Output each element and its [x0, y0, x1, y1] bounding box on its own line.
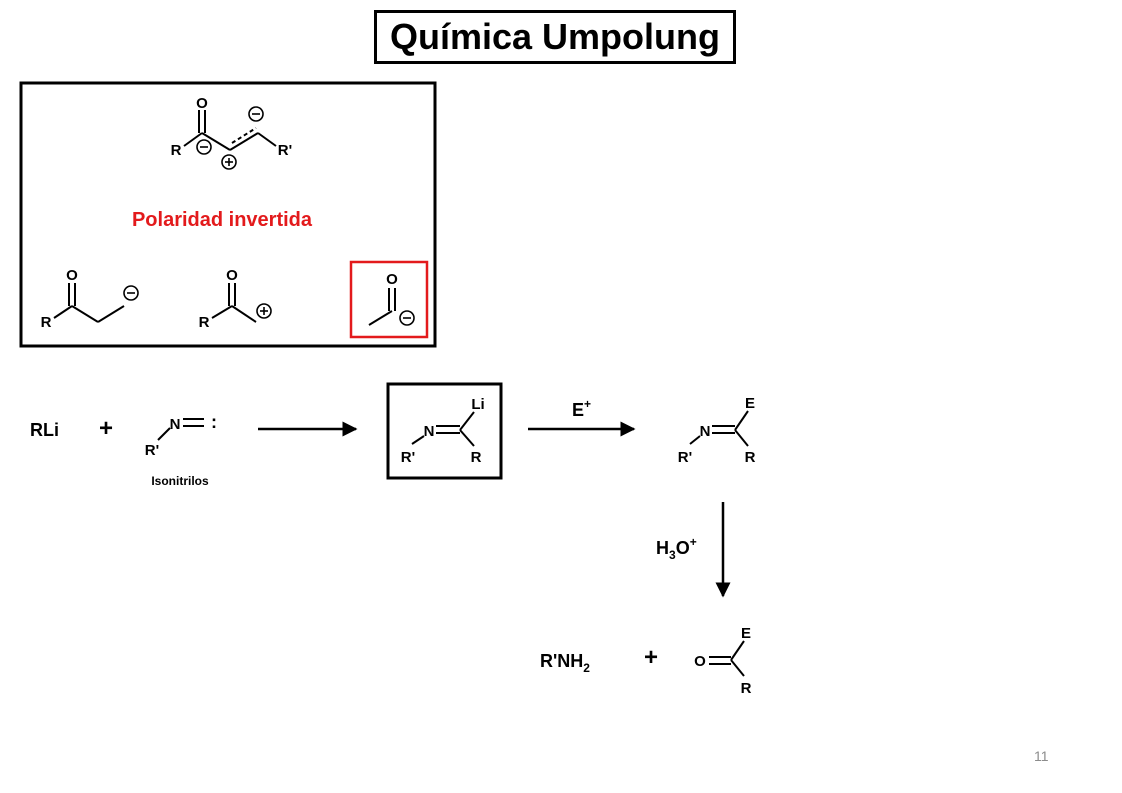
plus-charge-icon — [256, 303, 272, 319]
cation-r-label: R — [199, 314, 210, 331]
plus-sign: + — [99, 415, 113, 442]
final-e-label: E — [741, 625, 751, 642]
acyl-anion-structure: O — [368, 271, 415, 326]
prod-e-label: E — [745, 395, 755, 412]
imidoyl-lithium-structure: N Li R R' — [401, 396, 485, 466]
isonitrile-n-label: N — [170, 416, 181, 433]
isonitrile-structure: N R' : — [145, 412, 217, 459]
acyl-anion-highlight — [349, 260, 429, 339]
minus-charge-icon — [399, 310, 415, 326]
reagent-rli: RLi — [30, 420, 59, 440]
minus-charge-icon — [196, 139, 212, 155]
amine-product: R'NH2 — [540, 651, 590, 675]
plus-charge-icon — [221, 154, 237, 170]
imine-product-structure: N E R R' — [678, 395, 756, 466]
lone-pair: : — [211, 412, 217, 432]
polarity-caption: Polaridad invertida — [132, 209, 313, 231]
final-o-label: O — [694, 653, 706, 670]
int-rp-label: R' — [401, 449, 415, 466]
minus-charge-icon — [248, 106, 264, 122]
enolate-o-label: O — [66, 267, 78, 284]
final-r-label: R — [741, 680, 752, 697]
int-r-label: R — [471, 449, 482, 466]
enone-r-label: R — [171, 142, 182, 159]
plus-sign-2: + — [644, 644, 658, 671]
enone-o-label: O — [196, 95, 208, 112]
prod-r-label: R — [745, 449, 756, 466]
cation-o-label: O — [226, 267, 238, 284]
page-number: 11 — [1034, 748, 1049, 764]
alpha-cation-structure: O R — [199, 267, 272, 331]
enolate-structure: O R — [41, 267, 139, 331]
isonitrile-caption: Isonitrilos — [151, 474, 209, 488]
hydrolysis-label: H3O+ — [656, 535, 697, 562]
prod-n-label: N — [700, 423, 711, 440]
acyl-o-label: O — [386, 271, 398, 288]
electrophile-label: E+ — [572, 397, 591, 420]
page-title: Química Umpolung — [389, 16, 720, 57]
prod-rp-label: R' — [678, 449, 692, 466]
int-n-label: N — [424, 423, 435, 440]
title-box: Química Umpolung — [374, 10, 736, 64]
isonitrile-rp-label: R' — [145, 442, 159, 459]
enolate-r-label: R — [41, 314, 52, 331]
polarity-box — [19, 81, 437, 348]
minus-charge-icon — [123, 285, 139, 301]
enone-rp-label: R' — [278, 142, 292, 159]
carbonyl-product-structure: O E R — [694, 625, 751, 697]
intermediate-box — [386, 382, 503, 480]
enone-structure: O R R' — [171, 95, 292, 170]
int-li-label: Li — [471, 396, 484, 413]
